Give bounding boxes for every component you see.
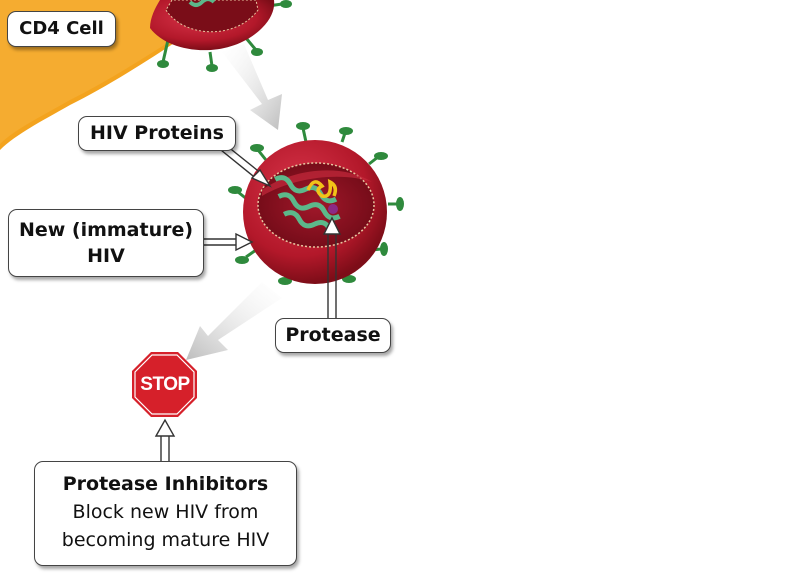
stop-sign-text: STOP: [140, 374, 190, 395]
flow-arrow-2: [186, 282, 282, 360]
protease-inhibitors-line2: becoming mature HIV: [61, 529, 270, 551]
callout-arrow-protease: [327, 232, 337, 318]
new-hiv-label-line1: New (immature): [18, 219, 194, 241]
budding-virus: [150, 0, 292, 72]
flow-arrow-1: [222, 44, 282, 130]
new-hiv-label-line2: HIV: [87, 245, 125, 267]
callout-arrow-new: [204, 238, 238, 246]
cd4-cell-label: CD4 Cell: [7, 11, 116, 47]
hiv-proteins-label: HIV Proteins: [78, 116, 236, 151]
stop-sign: [132, 352, 197, 417]
protease-inhibitors-label: Protease Inhibitors Block new HIV from b…: [34, 461, 297, 566]
protease-inhibitors-title: Protease Inhibitors: [62, 473, 269, 495]
callout-arrow-inhibitors: [160, 434, 170, 462]
immature-virus: [228, 122, 404, 285]
new-hiv-label: New (immature) HIV: [8, 209, 204, 277]
protease-inhibitors-line1: Block new HIV from: [72, 501, 259, 523]
protease-label: Protease: [275, 318, 391, 353]
